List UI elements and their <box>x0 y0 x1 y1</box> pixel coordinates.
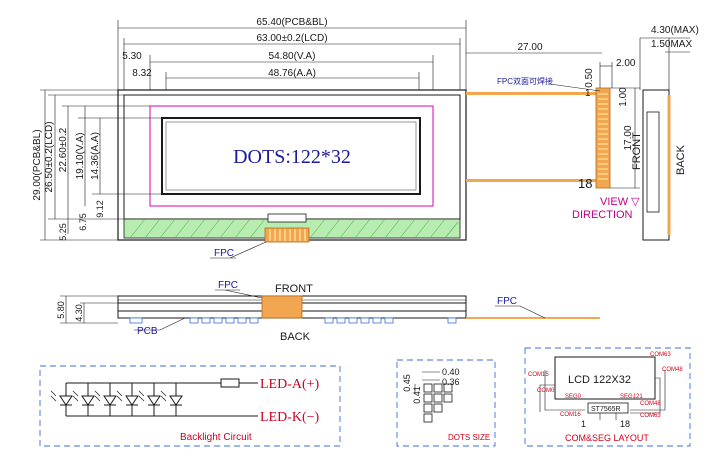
bottom-back-label: BACK <box>280 331 311 343</box>
dim-580: 5.80 <box>56 301 66 319</box>
backlight-caption: Backlight Circuit <box>180 432 252 443</box>
led-diode <box>160 383 183 416</box>
dim-041: 0.41 <box>412 386 422 404</box>
backlight-circuit: LED-A(+) LED-K(−) Backlight Circuit <box>39 365 341 447</box>
bottom-pcb-label: PCB <box>137 326 158 337</box>
side-back-label: BACK <box>675 144 687 175</box>
bottom-front-label: FRONT <box>275 283 313 295</box>
fpc-note: FPC双面可焊接 <box>497 76 553 86</box>
layout-pin1: 1 <box>581 419 586 429</box>
dim-200: 2.00 <box>616 58 636 69</box>
fpc-view: 27.00 2.00 0.50 1.00 17.00 1 18 FPC双面可焊接 <box>466 42 643 221</box>
dim-912: 9.12 <box>95 200 105 218</box>
dim-430: 4.30 <box>74 304 84 322</box>
dim-1700: 17.00 <box>623 125 634 150</box>
com-seg-layout: LCD 122X32 ST7565R COM63 COM48 COM15 COM… <box>524 347 691 447</box>
dim-va-height: 22.60±0.2 <box>58 127 69 172</box>
dim-va-offset: 5.30 <box>122 51 142 62</box>
layout-pin18: 18 <box>620 419 630 429</box>
layout-label-com63-bottom: COM63 <box>640 413 661 419</box>
led-k-label: LED-K(−) <box>260 410 320 425</box>
led-diode <box>72 383 95 416</box>
dim-036: 0.36 <box>442 377 460 387</box>
led-diode <box>116 383 139 416</box>
layout-label-com48-top: COM48 <box>662 367 683 373</box>
dim-lcd-width: 63.00±0.2(LCD) <box>256 33 327 44</box>
layout-label-com15: COM15 <box>528 372 549 378</box>
led-diode <box>94 383 117 416</box>
dim-045: 0.45 <box>402 374 412 392</box>
fpc-pin-1: 1 <box>585 88 591 99</box>
layout-label-com63-top: COM63 <box>650 352 671 358</box>
dim-va-width: 54.80(V.A) <box>269 51 316 62</box>
dim-aa: 14.36(A.A) <box>90 132 101 180</box>
layout-label-seg121: SEG121 <box>620 394 643 400</box>
view-direction-line1: VIEW ▽ <box>600 196 640 208</box>
layout-label-com48-bottom: COM48 <box>640 401 661 407</box>
dim-max-fpc: 1.50MAX <box>651 39 692 50</box>
layout-label-seg0: SEG0 <box>565 394 582 400</box>
dots-size: 0.40 0.36 0.45 0.41 DOTS SIZE <box>396 359 496 447</box>
layout-chip: ST7565R <box>591 406 621 413</box>
dots-caption: DOTS SIZE <box>448 433 490 442</box>
bottom-fpc-right-label: FPC <box>497 296 517 307</box>
dim-pcb-width: 65.40(PCB&BL) <box>256 17 327 28</box>
dim-aa-offset: 8.32 <box>132 68 152 79</box>
layout-title: LCD 122X32 <box>568 374 631 386</box>
fpc-label-front: FPC <box>214 248 234 259</box>
dim-aa-width: 48.76(A.A) <box>268 68 316 79</box>
bottom-fpc-label: FPC <box>218 280 238 291</box>
dim-040: 0.40 <box>442 367 460 377</box>
dim-525: 5.25 <box>58 223 68 241</box>
dim-fpc-length: 27.00 <box>517 42 542 53</box>
led-a-label: LED-A(+) <box>260 377 320 392</box>
led-diode <box>138 383 161 416</box>
bottom-view: FPC FRONT BACK PCB FPC 5.80 4.30 <box>56 280 600 343</box>
dim-050: 0.50 <box>584 68 595 88</box>
layout-label-com16: COM16 <box>560 412 581 418</box>
side-view: 4.30(MAX) 1.50MAX BACK <box>639 25 699 241</box>
fpc-pin-18: 18 <box>578 176 592 191</box>
layout-label-com0: COM0 <box>537 388 555 394</box>
dim-va: 19.10(V.A) <box>75 133 86 180</box>
display-text: DOTS:122*32 <box>233 146 351 168</box>
dim-100: 1.00 <box>618 87 629 107</box>
dim-pcb-height: 29.00(PCB&BL) <box>32 129 43 200</box>
dim-675: 6.75 <box>78 213 88 231</box>
dim-lcd-height: 26.50±0.2(LCD) <box>44 121 55 192</box>
layout-caption: COM&SEG LAYOUT <box>565 433 649 443</box>
led-diode <box>50 383 73 416</box>
dim-max-thickness: 4.30(MAX) <box>651 25 699 36</box>
front-view: 65.40(PCB&BL) 63.00±0.2(LCD) 5.30 54.80(… <box>32 17 467 259</box>
fpc-front-label: FRONT <box>631 132 643 170</box>
view-direction-line2: DIRECTION <box>572 209 633 221</box>
